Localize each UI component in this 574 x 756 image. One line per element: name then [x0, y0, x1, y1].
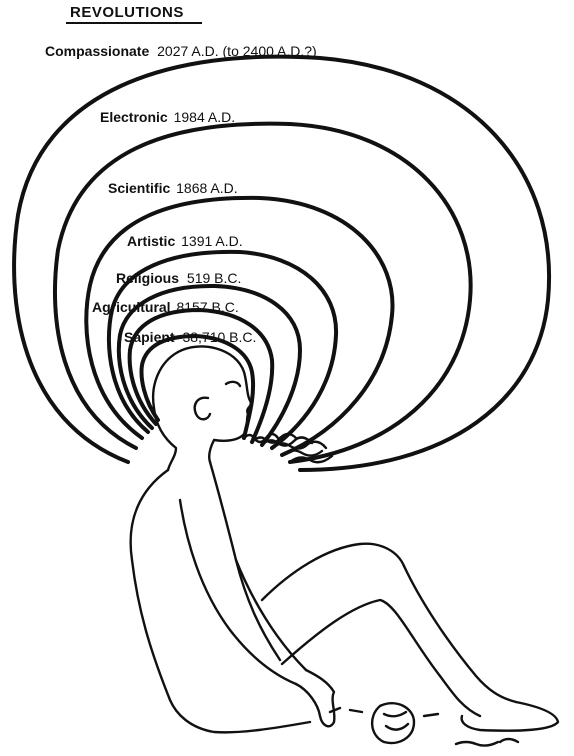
figure-eye: [224, 380, 242, 388]
figure-back: [129, 468, 312, 734]
diagram-title: REVOLUTIONS: [66, 4, 202, 24]
figure-ear: [193, 396, 212, 421]
label-electronic-name: Electronic: [100, 109, 168, 125]
label-agricultural-year: 8157 B.C.: [176, 299, 238, 315]
figure-chest: [208, 460, 282, 662]
label-scientific-name: Scientific: [108, 180, 170, 196]
figure-hand: [294, 668, 336, 728]
label-religious: Religious 519 B.C.: [116, 270, 241, 286]
arc-artistic: [106, 249, 339, 450]
figure-feet: [460, 700, 560, 732]
label-electronic-year: 1984 A.D.: [174, 109, 236, 125]
label-sapient-year: 38,710 B.C.: [182, 329, 256, 345]
revolution-labels: Compassionate 2027 A.D. (to 2400 A.D.?) …: [45, 43, 317, 345]
label-scientific-year: 1868 A.D.: [176, 180, 238, 196]
label-compassionate: Compassionate 2027 A.D. (to 2400 A.D.?): [45, 43, 317, 59]
figure-thigh: [260, 542, 406, 602]
seated-figure-illustration: [129, 345, 560, 747]
revolution-arcs: [12, 54, 552, 472]
arc-sapient: [139, 334, 256, 440]
label-artistic-name: Artistic: [127, 233, 175, 249]
figure-shin-top: [402, 564, 518, 704]
arc-electronic: [52, 121, 473, 464]
label-compassionate-year: 2027 A.D. (to 2400 A.D.?): [157, 43, 317, 59]
arc-religious: [116, 283, 302, 447]
title-text: REVOLUTIONS: [70, 4, 184, 21]
label-agricultural-name: Agricultural: [92, 299, 171, 315]
figure-forearm: [234, 558, 308, 672]
arc-agricultural: [127, 308, 275, 444]
label-religious-year: 519 B.C.: [187, 270, 241, 286]
label-religious-name: Religious: [116, 270, 179, 286]
figure-head-back: [151, 350, 180, 472]
label-electronic: Electronic 1984 A.D.: [100, 109, 235, 125]
figure-shin-bottom: [280, 598, 482, 718]
arc-scientific: [84, 195, 395, 457]
figure-rock: [371, 701, 416, 745]
label-agricultural: Agricultural 8157 B.C.: [92, 299, 239, 315]
label-scientific: Scientific 1868 A.D.: [108, 180, 238, 196]
label-sapient: Sapient 38,710 B.C.: [124, 329, 256, 345]
wave-strands: [242, 432, 334, 464]
label-compassionate-name: Compassionate: [45, 43, 149, 59]
label-sapient-name: Sapient: [124, 329, 175, 345]
label-artistic: Artistic 1391 A.D.: [127, 233, 243, 249]
label-artistic-year: 1391 A.D.: [181, 233, 243, 249]
ground-marks: [328, 706, 520, 747]
arc-compassionate: [12, 54, 552, 472]
figure-head: [176, 345, 254, 464]
figure-arm: [178, 498, 298, 686]
